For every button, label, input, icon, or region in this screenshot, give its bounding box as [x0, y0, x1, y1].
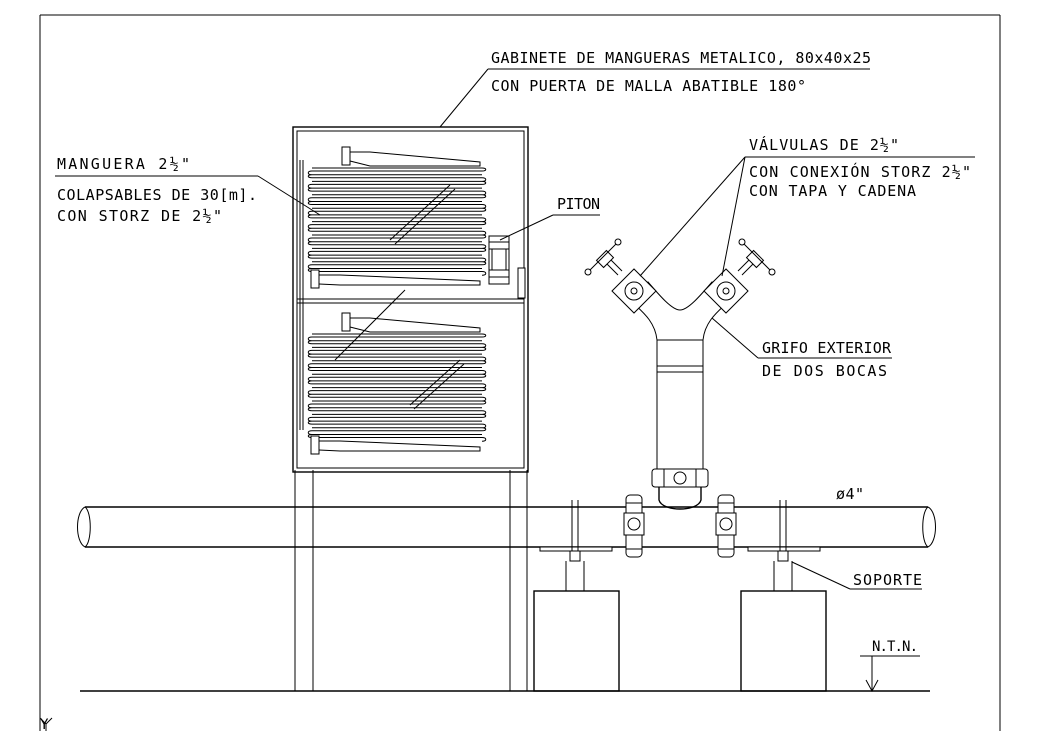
hydrant-label-line1: GRIFO EXTERIOR: [762, 339, 892, 357]
corner-axis-symbol: [39, 717, 53, 731]
cabinet-legs: [294, 470, 528, 691]
pipe-coupling-left: [623, 494, 645, 558]
pipe-coupling-right: [715, 494, 737, 558]
hose-label-line2: COLAPSABLES DE 30[m].: [57, 186, 257, 204]
hose-coil-lower: [307, 333, 487, 442]
hose-cabinet: [292, 126, 529, 473]
pipe-support-left: [533, 500, 620, 692]
pipe-diameter-label: ø4": [836, 485, 864, 503]
hydrant-riser: [629, 281, 731, 510]
leader-lines: [55, 68, 975, 590]
hose-label-line3: CON STORZ DE 2½": [57, 207, 222, 225]
cabinet-label-line2: CON PUERTA DE MALLA ABATIBLE 180°: [491, 77, 806, 95]
ground-level-marker: [860, 655, 920, 693]
valves-label-line2: CON CONEXIÓN STORZ 2½": [749, 162, 971, 181]
pipe-support-right: [740, 500, 827, 692]
hose-label-line1: MANGUERA 2½": [57, 155, 190, 173]
hydrant-valve-left: [584, 238, 657, 314]
drawing-frame: [39, 14, 1001, 731]
hose-coil-path: [307, 333, 487, 442]
piton-nozzle: [488, 235, 510, 285]
hydrant-valve-right: [703, 238, 776, 314]
piton-label: PITON: [557, 195, 600, 213]
hose-coil-path: [307, 167, 487, 276]
support-label: SOPORTE: [853, 571, 922, 589]
glass-reflection-lines: [334, 184, 465, 410]
hydrant-label-line2: DE DOS BOCAS: [762, 362, 887, 380]
hose-couplings: [310, 146, 481, 455]
hose-coil-upper: [307, 167, 487, 276]
main-pipe: [77, 506, 936, 548]
cabinet-label-line1: GABINETE DE MANGUERAS METALICO, 80x40x25: [491, 49, 871, 67]
valves-label-line3: CON TAPA Y CADENA: [749, 182, 916, 200]
valves-label-line1: VÁLVULAS DE 2½": [749, 135, 899, 154]
ground-level-label: N.T.N.: [872, 639, 918, 655]
corner-axis-label: Y: [40, 717, 49, 731]
